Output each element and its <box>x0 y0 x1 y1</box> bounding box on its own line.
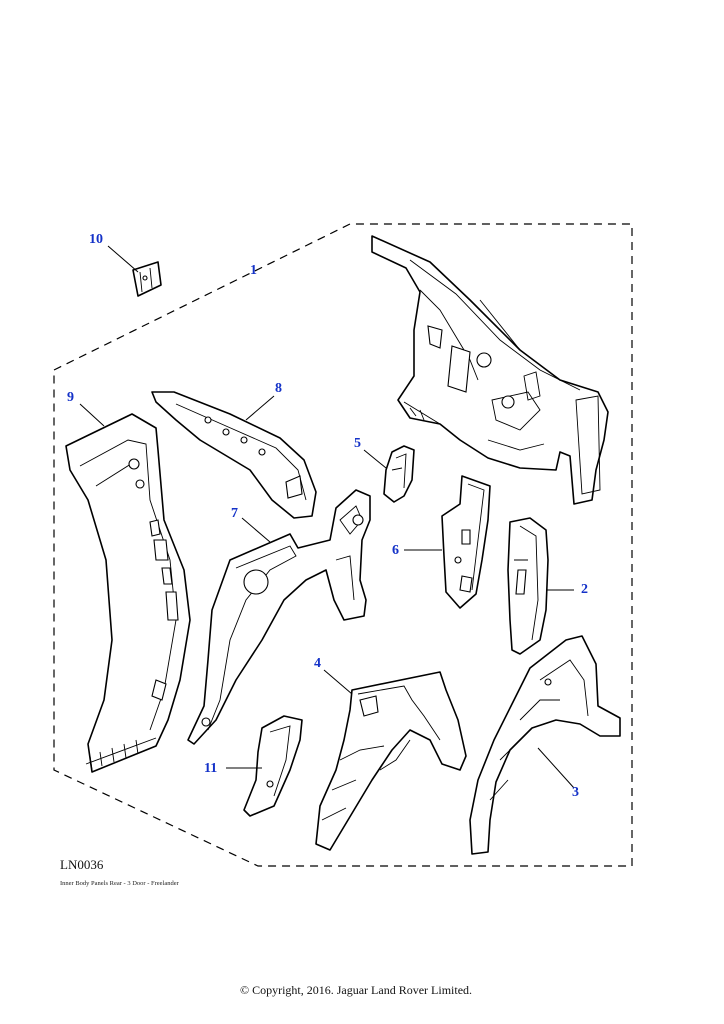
part-5-bracket <box>383 445 415 503</box>
callout-6: 6 <box>392 543 399 558</box>
part-3-wheel-arch <box>469 635 621 855</box>
part-9-pillar-inner <box>65 413 191 773</box>
callout-3: 3 <box>572 785 579 800</box>
callout-10: 10 <box>89 232 103 247</box>
part-8-roof-side-rail <box>151 391 317 519</box>
leader-lines <box>79 245 575 789</box>
callout-7: 7 <box>231 506 238 521</box>
part-6-pillar-reinforcement <box>441 475 491 609</box>
callout-11: 11 <box>204 761 218 776</box>
callout-8: 8 <box>275 381 282 396</box>
copyright-notice: © Copyright, 2016. Jaguar Land Rover Lim… <box>239 983 473 997</box>
part-11-lower-bracket <box>243 715 303 817</box>
assembly-frame <box>53 223 633 867</box>
drawing-code: LN0036 <box>60 857 104 872</box>
callout-9: 9 <box>67 390 74 405</box>
callout-5: 5 <box>354 436 361 451</box>
part-10-bracket <box>132 261 162 297</box>
part-1-inner-quarter-assembly <box>371 235 609 505</box>
part-7-quarter-lower-inner <box>187 489 371 745</box>
diagram-caption: Inner Body Panels Rear - 3 Door - Freela… <box>60 880 179 887</box>
callout-2: 2 <box>581 582 588 597</box>
callout-4: 4 <box>314 656 321 671</box>
part-4-wheelhouse-inner <box>315 671 467 851</box>
callout-1: 1 <box>250 263 257 278</box>
part-2-rear-channel <box>507 517 549 655</box>
